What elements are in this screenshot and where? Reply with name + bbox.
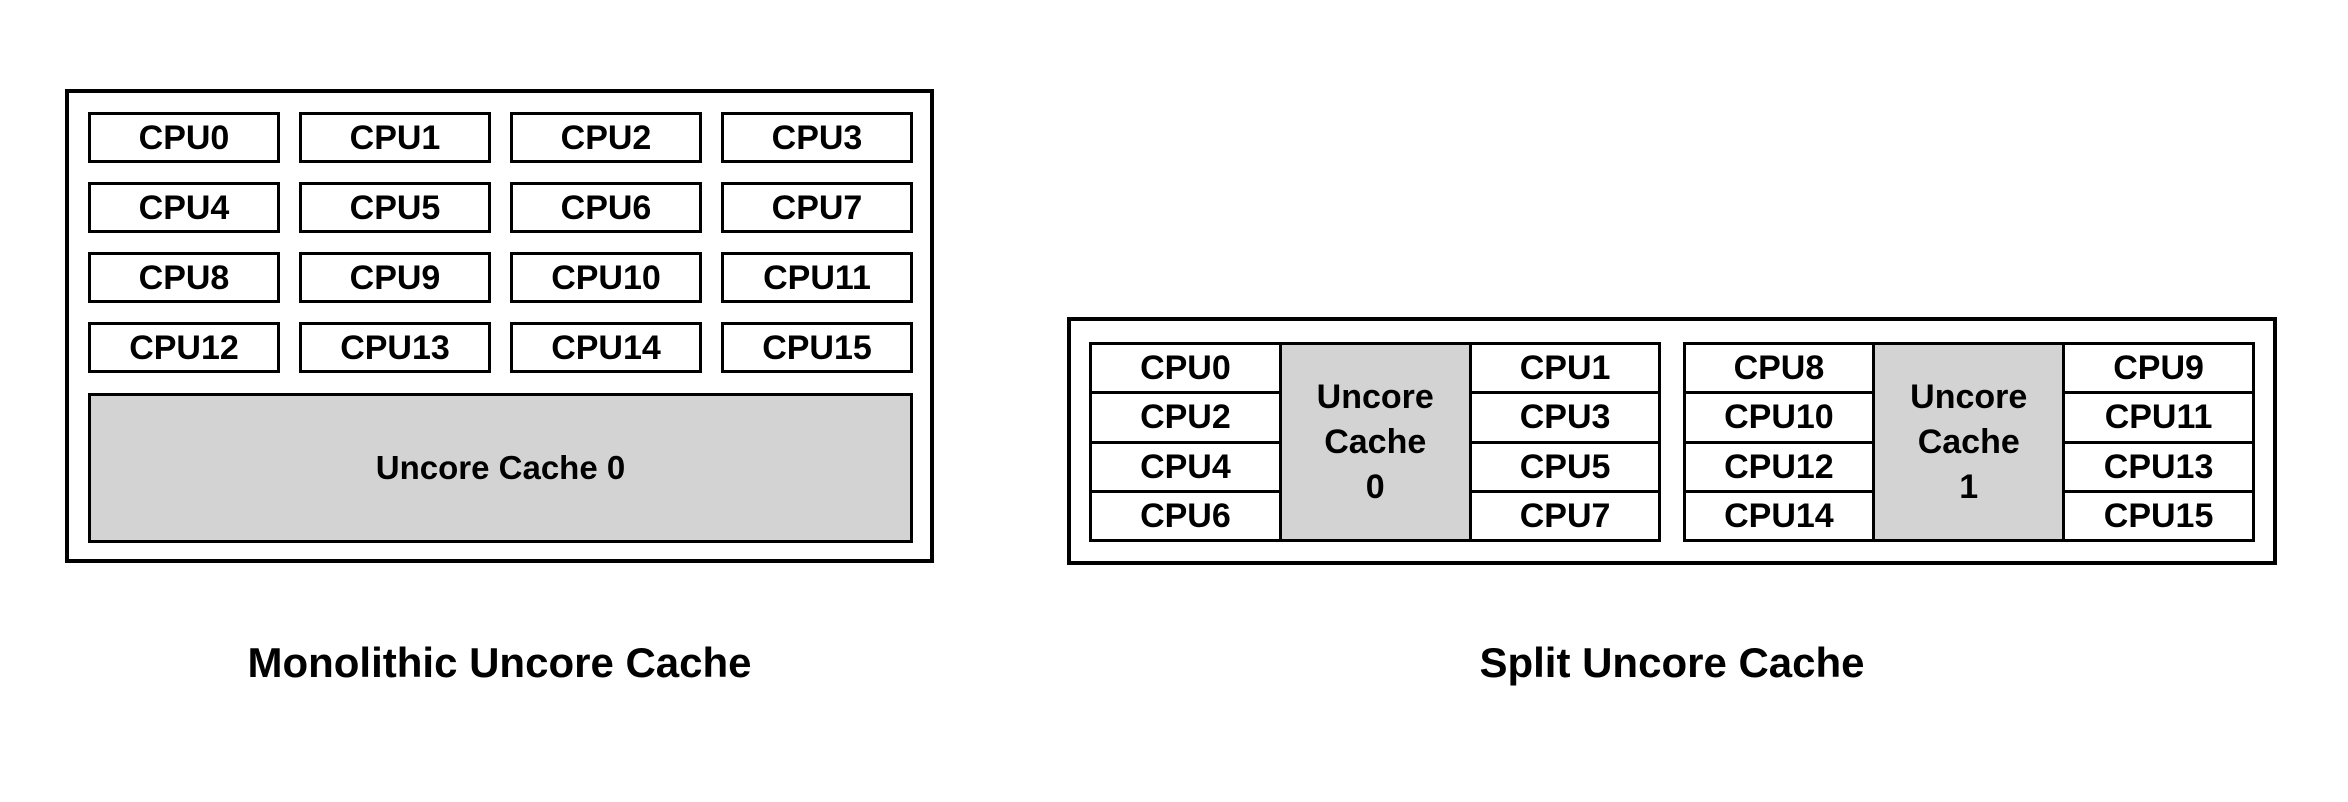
uncore-cache-line: Uncore	[1316, 377, 1434, 416]
cpu-cell: CPU10	[1685, 394, 1873, 444]
cpu-box: CPU15	[721, 322, 913, 373]
cpu-box: CPU12	[88, 322, 280, 373]
split-caption: Split Uncore Cache	[1479, 639, 1865, 686]
cpu-box: CPU5	[299, 182, 491, 233]
cpu-box: CPU14	[510, 322, 702, 373]
cpu-cell: CPU6	[1140, 496, 1231, 535]
cpu-box: CPU10	[510, 252, 702, 303]
cpu-column: CPU0 CPU2 CPU4 CPU6	[1089, 342, 1282, 542]
cpu-cell: CPU2	[1092, 394, 1279, 444]
cpu-cell: CPU8	[1685, 345, 1873, 395]
split-group-0: CPU0 CPU2 CPU4 CPU6 Uncore Cache 0 CPU1 …	[1089, 342, 1662, 542]
uncore-cache-line: Cache	[1917, 422, 2020, 461]
cpu-cell: CPU11	[2065, 394, 2252, 444]
cpu-box: CPU0	[88, 112, 280, 163]
uncore-cache-line: 0	[1365, 467, 1385, 506]
cpu-box: CPU11	[721, 252, 913, 303]
cpu-box: CPU9	[299, 252, 491, 303]
cpu-grid: CPU0 CPU1 CPU2 CPU3 CPU4 CPU5 CPU6 CPU7 …	[88, 112, 913, 373]
cpu-column: CPU1 CPU3 CPU5 CPU7	[1468, 342, 1662, 542]
cpu-box: CPU2	[510, 112, 702, 163]
uncore-cache-line: Cache	[1324, 422, 1427, 461]
split-group-1: CPU8 CPU10 CPU12 CPU14 Uncore Cache 1 CP…	[1682, 342, 2256, 542]
cpu-box: CPU6	[510, 182, 702, 233]
cpu-box: CPU4	[88, 182, 280, 233]
cpu-cell: CPU15	[2103, 496, 2214, 535]
cpu-cell: CPU0	[1092, 345, 1279, 395]
cpu-box: CPU7	[721, 182, 913, 233]
uncore-cache-line: 1	[1959, 467, 1979, 506]
cpu-cell: CPU7	[1519, 496, 1611, 535]
cpu-box: CPU3	[721, 112, 913, 163]
uncore-cache-line: Uncore	[1910, 377, 2028, 416]
cpu-cell: CPU1	[1471, 345, 1659, 395]
cpu-box: CPU1	[299, 112, 491, 163]
uncore-cache-1-box: Uncore Cache 1	[1872, 342, 2066, 542]
cpu-box: CPU13	[299, 322, 491, 373]
cpu-column: CPU8 CPU10 CPU12 CPU14	[1682, 342, 1876, 542]
monolithic-caption: Monolithic Uncore Cache	[247, 639, 752, 686]
cpu-cell: CPU14	[1724, 496, 1834, 535]
cpu-cell: CPU5	[1471, 444, 1659, 493]
cpu-box: CPU8	[88, 252, 280, 303]
cpu-cell: CPU9	[2065, 345, 2252, 395]
cpu-cell: CPU13	[2065, 444, 2252, 493]
cpu-column: CPU9 CPU11 CPU13 CPU15	[2062, 342, 2255, 542]
cpu-cell: CPU3	[1471, 394, 1659, 444]
split-diagram: CPU0 CPU2 CPU4 CPU6 Uncore Cache 0 CPU1 …	[1067, 317, 2277, 565]
cpu-cell: CPU4	[1092, 444, 1279, 493]
uncore-cache-0-box: Uncore Cache 0	[1278, 342, 1472, 542]
monolithic-diagram: CPU0 CPU1 CPU2 CPU3 CPU4 CPU5 CPU6 CPU7 …	[65, 89, 934, 563]
cpu-cell: CPU12	[1685, 444, 1873, 493]
uncore-cache-0-box: Uncore Cache 0	[88, 393, 913, 543]
